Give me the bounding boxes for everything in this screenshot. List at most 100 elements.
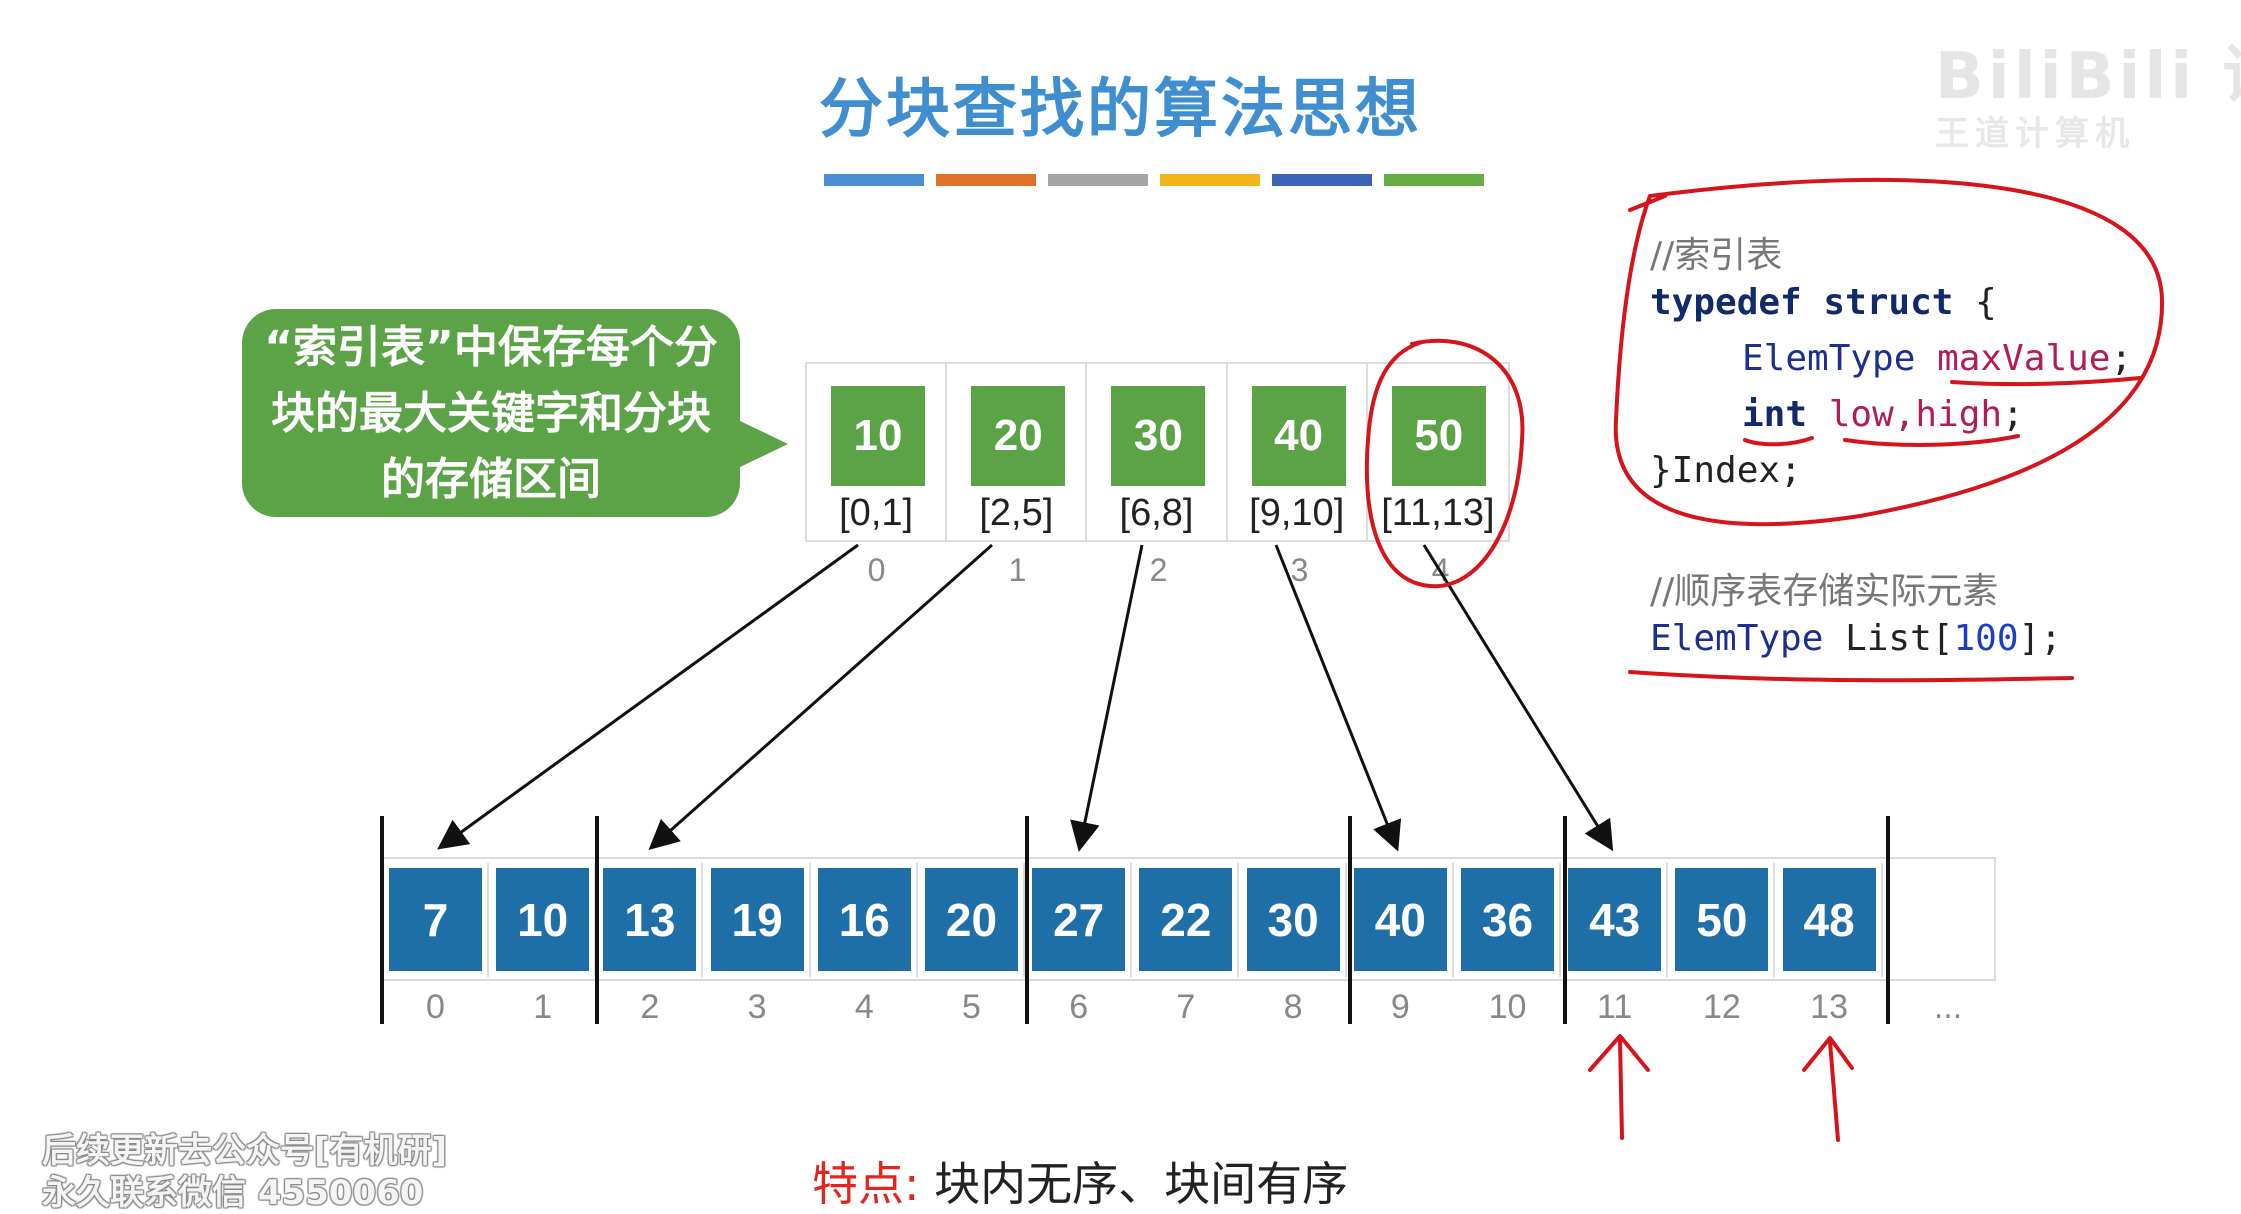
list-cell: [918, 863, 1025, 977]
code-punct: [: [1931, 618, 1954, 659]
list-element: 20: [925, 868, 1018, 971]
list-cell: [704, 863, 811, 977]
pointer-annotation: [1588, 1034, 1650, 1140]
watermark-main: BiliBili 课: [1935, 40, 2241, 114]
feature-text: 块内无序、块间有序: [934, 1157, 1349, 1211]
underline-annotation: [1843, 434, 2020, 447]
code-keyword: typedef: [1650, 282, 1802, 323]
title-bar: [1384, 174, 1484, 186]
code-keyword: struct: [1823, 282, 1954, 323]
list-cell: [1668, 863, 1776, 977]
list-index: 0: [426, 988, 445, 1026]
title-bar: [1272, 174, 1372, 186]
code-punct: ;: [2110, 338, 2133, 379]
list-element: 40: [1353, 868, 1447, 971]
list-index: 2: [640, 988, 660, 1026]
code-type: ElemType: [1650, 618, 1824, 659]
list-element: 7: [389, 868, 482, 971]
list-cell: [1132, 863, 1240, 977]
pointer-annotation: [1802, 1036, 1854, 1142]
index-max-key: 10: [831, 386, 925, 486]
index-range: [0,1]: [839, 492, 914, 534]
list-cell: [1347, 863, 1454, 977]
block-divider: [595, 816, 599, 1024]
underline-annotation: [1950, 376, 2142, 387]
list-index: 12: [1702, 988, 1741, 1026]
index-range: [11,13]: [1381, 492, 1495, 534]
list-element: 13: [603, 868, 697, 971]
index-entry: 50 [11,13]: [1368, 364, 1508, 540]
index-max-key: 20: [971, 386, 1066, 486]
callout-pointer: [738, 420, 788, 468]
index-max-key: 30: [1111, 386, 1206, 486]
list-element: 10: [496, 868, 590, 971]
list-cell: [1561, 863, 1669, 977]
list-index: 1: [533, 988, 553, 1026]
code-identifier: List: [1845, 618, 1932, 659]
list-element: 22: [1139, 868, 1233, 971]
title-bar: [936, 174, 1036, 186]
code-comment-list: //顺序表存储实际元素: [1650, 571, 1999, 612]
index-max-key: 40: [1251, 386, 1346, 486]
circle-annotation: [1613, 177, 2165, 527]
index-entry: 20 [2,5]: [947, 364, 1088, 540]
block-arrow: [648, 543, 993, 850]
list-element: 50: [1675, 868, 1769, 971]
block-divider: [1348, 816, 1352, 1024]
callout-line: “索引表”中保存每个分: [264, 322, 718, 373]
title-bar: [1048, 174, 1148, 186]
code-line-list: ElemType List[100];: [1650, 618, 2062, 659]
callout-line: 块的最大关键字和分块: [271, 388, 711, 439]
code-keyword: int: [1742, 394, 1808, 435]
title-bar: [1160, 174, 1260, 186]
block-arrow: [437, 543, 859, 850]
watermark-line: 后续更新去公众号[有机研]: [42, 1131, 448, 1171]
block-divider: [1563, 816, 1567, 1024]
block-divider: [1025, 816, 1029, 1024]
list-index: 13: [1810, 988, 1848, 1026]
circle-annotation: [1364, 338, 1525, 589]
index-entry: 30 [6,8]: [1087, 364, 1228, 540]
feature-note: 特点: 块内无序、块间有序: [812, 1148, 1348, 1214]
list-index: 6: [1069, 988, 1089, 1026]
watermark-line: 永久联系微信 4550060: [42, 1173, 424, 1213]
block-arrow: [1274, 544, 1402, 852]
block-divider: [1886, 816, 1890, 1024]
list-index: 3: [747, 988, 767, 1026]
index-to-block-arrows: [437, 543, 1614, 852]
list-cell: [1776, 863, 1883, 977]
list-element: 48: [1782, 868, 1876, 971]
red-annotations: [1364, 177, 2165, 1142]
list-index: 8: [1283, 988, 1303, 1026]
page-title: 分块查找的算法思想: [819, 73, 1422, 147]
list-cell: [1025, 863, 1133, 977]
index-position: 2: [1149, 552, 1168, 588]
block-arrow: [1070, 544, 1144, 852]
code-number: 100: [1953, 618, 2019, 659]
list-element: 30: [1246, 868, 1340, 971]
watermark-logo: BiliBili 课 王道计算机: [1935, 40, 2241, 190]
code-line-index: }Index;: [1650, 450, 1802, 491]
index-max-key: 50: [1391, 386, 1486, 486]
block-arrow: [1422, 544, 1614, 852]
watermark-footer: 后续更新去公众号[有机研] 永久联系微信 4550060: [42, 1130, 562, 1214]
list-index: 7: [1176, 988, 1196, 1026]
list-index: 10: [1488, 988, 1527, 1026]
title-bar: [824, 174, 924, 186]
list-cell: [811, 863, 918, 977]
list-ellipsis: ...: [1933, 988, 1963, 1026]
list-element: 16: [817, 868, 911, 971]
list-element: 36: [1461, 868, 1554, 971]
code-type: ElemType: [1742, 338, 1916, 379]
index-range: [6,8]: [1119, 492, 1194, 534]
code-punct: {: [1953, 282, 1997, 323]
list-cell: [596, 863, 704, 977]
index-table-callout: “索引表”中保存每个分 块的最大关键字和分块 的存储区间: [242, 309, 740, 517]
index-entry: 10 [0,1]: [807, 364, 948, 540]
index-range: [9,10]: [1249, 492, 1345, 534]
list-index: 4: [854, 988, 874, 1026]
list-cell: [1454, 863, 1561, 977]
feature-label: 特点:: [812, 1157, 920, 1211]
index-position: 0: [867, 552, 886, 588]
list-index: 11: [1597, 988, 1633, 1026]
